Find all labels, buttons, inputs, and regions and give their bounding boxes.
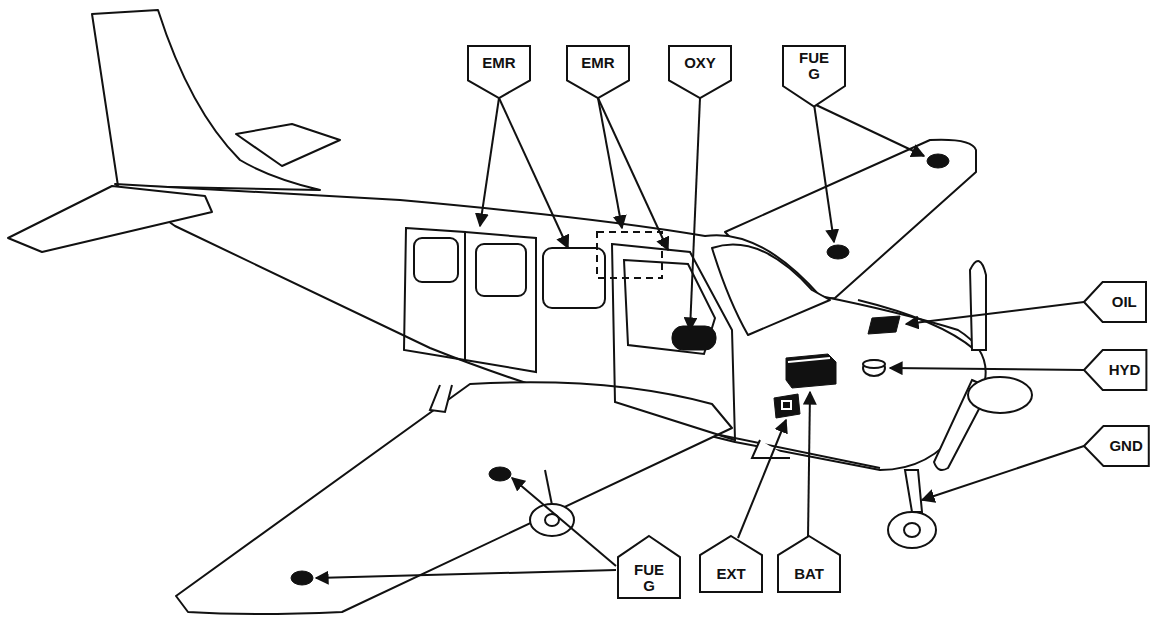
callout-label: OXY xyxy=(684,55,716,71)
callout-text-area: EMR xyxy=(567,46,629,80)
external-power-door xyxy=(774,394,800,418)
door-frame xyxy=(612,244,735,440)
callout-text-area: EMR xyxy=(468,46,530,80)
hydraulic-reservoir xyxy=(863,360,885,376)
leader-line xyxy=(480,98,499,226)
hydraulic-cap xyxy=(863,360,885,368)
callout-text-area: OIL xyxy=(1103,282,1146,322)
wheel-hub xyxy=(904,523,920,537)
main-strut xyxy=(545,470,552,505)
external-power-detail xyxy=(782,401,791,409)
callout-shield: BAT xyxy=(778,536,840,592)
cabin-window xyxy=(476,244,526,296)
spinner xyxy=(968,377,1032,413)
callout-label: FUE G xyxy=(799,50,829,82)
door-frame xyxy=(465,232,536,372)
emergency-exit-outline xyxy=(597,232,662,278)
leader-line xyxy=(598,98,622,228)
shield-outline xyxy=(567,46,629,98)
callout-label: OIL xyxy=(1112,294,1137,310)
shield-outline xyxy=(700,536,762,592)
leader-line xyxy=(890,368,1084,370)
callout-text-area: GND xyxy=(1103,426,1148,466)
shield-path xyxy=(1084,426,1149,466)
oil-door xyxy=(868,316,900,334)
oxygen-bottle xyxy=(672,326,716,350)
door-frame xyxy=(404,228,465,360)
callout-text-area: FUE G xyxy=(783,46,845,86)
callout-shield: FUE G xyxy=(783,46,845,107)
callout-label: FUE G xyxy=(634,562,664,594)
battery-detail xyxy=(788,358,830,362)
leader-line xyxy=(499,98,568,248)
leader-line xyxy=(906,302,1084,324)
nose-wheel xyxy=(888,512,936,548)
cabin-window xyxy=(543,248,605,308)
callout-label: HYD xyxy=(1109,362,1141,378)
leader-line xyxy=(690,98,700,330)
cabin-window xyxy=(624,260,715,354)
shield-outline xyxy=(669,46,731,98)
callout-text-area: FUE G xyxy=(618,557,680,598)
shield-outline xyxy=(778,536,840,592)
callout-text-area: OXY xyxy=(669,46,731,80)
callout-shield: GND xyxy=(1084,426,1149,466)
near-stabilizer xyxy=(8,186,212,252)
leader-line xyxy=(598,98,668,250)
fuel-cap xyxy=(927,154,949,168)
shield-outline xyxy=(468,46,530,98)
leader-line xyxy=(808,392,810,538)
cowling-line xyxy=(858,300,975,350)
callout-label: EXT xyxy=(716,566,745,582)
fuselage-line xyxy=(720,435,880,468)
callout-shield: OXY xyxy=(669,46,731,98)
nose-strut xyxy=(905,470,922,512)
leader-line xyxy=(814,104,834,242)
leader-line xyxy=(738,420,786,538)
callout-shield: HYD xyxy=(1084,350,1146,390)
callout-label: EMR xyxy=(482,55,515,71)
fuel-cap xyxy=(489,467,511,481)
far-stabilizer xyxy=(236,124,340,166)
fuel-cap xyxy=(827,245,849,259)
near-wing xyxy=(176,382,732,614)
callout-shield: FUE G xyxy=(618,536,680,598)
propeller-blade xyxy=(970,261,986,350)
shield-path xyxy=(783,46,845,107)
leader-line xyxy=(316,570,616,578)
main-strut xyxy=(430,385,452,412)
callout-label: GND xyxy=(1109,438,1142,454)
callout-shield: EXT xyxy=(700,536,762,592)
shield-path xyxy=(1084,350,1146,390)
shield-path xyxy=(468,46,530,98)
shield-path xyxy=(567,46,629,98)
main-wheel xyxy=(530,504,574,536)
leader-line xyxy=(512,478,616,566)
battery-box xyxy=(786,354,836,388)
windshield xyxy=(712,245,830,335)
leader-line xyxy=(814,104,924,156)
callout-shield: EMR xyxy=(567,46,629,98)
shield-path xyxy=(778,536,840,592)
cabin-window xyxy=(414,238,458,282)
shield-path xyxy=(669,46,731,98)
fuel-cap xyxy=(291,571,313,585)
leader-line xyxy=(922,446,1084,500)
callout-text-area: EXT xyxy=(700,555,762,592)
callout-label: BAT xyxy=(794,566,824,582)
callout-shield: OIL xyxy=(1084,282,1146,322)
shield-path xyxy=(1084,282,1146,322)
callout-text-area: BAT xyxy=(778,555,840,592)
callout-label: EMR xyxy=(581,55,614,71)
callout-text-area: HYD xyxy=(1103,350,1147,390)
callout-shield: EMR xyxy=(468,46,530,98)
shield-path xyxy=(700,536,762,592)
shield-path xyxy=(618,536,680,598)
